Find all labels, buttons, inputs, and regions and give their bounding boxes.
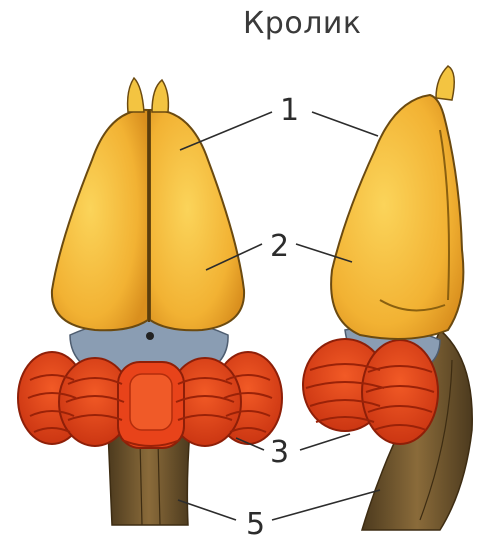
olfactory-bulb <box>152 80 168 112</box>
lateral-view-brain <box>303 66 472 530</box>
label-5: 5 <box>246 507 265 540</box>
cerebral-hemisphere-lateral <box>331 95 463 339</box>
label-1: 1 <box>280 93 299 128</box>
cerebellum <box>303 339 438 444</box>
olfactory-bulb <box>128 78 144 112</box>
label-3: 3 <box>270 435 289 470</box>
olfactory-bulb <box>436 66 454 100</box>
dorsal-view-brain <box>18 78 282 525</box>
cerebral-hemisphere-left <box>52 110 148 330</box>
label-2: 2 <box>270 229 289 264</box>
cerebellum <box>18 352 282 448</box>
